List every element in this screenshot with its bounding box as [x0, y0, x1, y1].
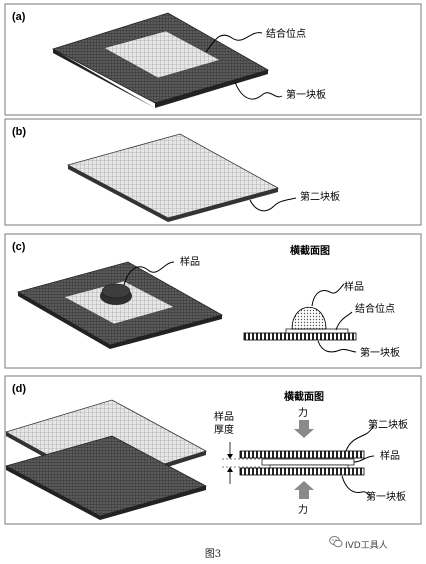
second-plate — [66, 133, 280, 219]
section-spot-label: 结合位点 — [355, 302, 395, 315]
first-plate-label: 第一块板 — [366, 490, 406, 503]
thickness-arrowhead-top — [227, 454, 233, 459]
section-binding-spot — [285, 328, 349, 334]
panel-c: (c) 样品 横截面图 样品 结合位点 第一块板 — [4, 233, 422, 369]
force-bottom-label: 力 — [298, 503, 308, 516]
plate-leader-line — [249, 197, 297, 212]
section-sample-leader — [311, 283, 345, 307]
section-plate-label: 第一块板 — [360, 346, 400, 359]
section-first-plate — [239, 467, 365, 476]
section-sample-label: 样品 — [344, 280, 364, 293]
force-top-label: 力 — [298, 406, 308, 419]
plate1-leader — [341, 475, 371, 497]
thickness-label-line1: 样品 — [214, 410, 234, 423]
sample-label: 样品 — [380, 449, 400, 462]
section-binding-spot — [269, 464, 349, 469]
first-plate-label: 第一块板 — [286, 88, 326, 101]
cross-section-title: 横截面图 — [290, 244, 330, 257]
section-plate-leader — [317, 340, 357, 353]
panel-label: (c) — [12, 241, 26, 253]
thickness-arrowhead-bottom — [227, 467, 233, 472]
sample-leader-line — [123, 261, 175, 286]
plate2-leader — [345, 425, 375, 452]
panel-label: (b) — [12, 126, 26, 138]
sample-droplet-top — [101, 283, 131, 299]
section-sample-dome — [291, 306, 327, 330]
panel-b: (b) 第二块板 — [4, 118, 422, 226]
binding-spot — [103, 30, 221, 79]
cross-section-title: 横截面图 — [284, 390, 324, 403]
sample-leader — [353, 455, 375, 463]
panel-label: (d) — [12, 383, 26, 395]
wechat-icon — [329, 536, 343, 548]
panel-label: (a) — [12, 11, 26, 23]
section-plate — [243, 332, 357, 341]
panel-d: (d) 横截面图 力 力 样品 厚度 第二块板 样品 第一块板 — [4, 375, 422, 525]
section-sample-layer — [261, 458, 355, 466]
section-second-plate — [239, 450, 365, 459]
binding-spot-label: 结合位点 — [266, 27, 306, 40]
panel-a: (a) 结合位点 第一块板 — [4, 3, 422, 116]
figure-caption: 图3 — [204, 549, 222, 560]
sample-label: 样品 — [180, 255, 200, 268]
spot-leader-line — [205, 32, 263, 53]
force-top-arrow — [294, 420, 314, 438]
second-plate-label: 第二块板 — [368, 418, 408, 431]
section-spot-leader — [335, 311, 353, 331]
watermark-text: IVD工具人 — [345, 541, 388, 551]
force-bottom-arrow — [294, 481, 314, 499]
second-plate-label: 第二块板 — [300, 190, 340, 203]
thickness-label-line2: 厚度 — [214, 423, 234, 436]
plate-leader-line — [234, 81, 283, 100]
first-plate — [4, 435, 208, 517]
